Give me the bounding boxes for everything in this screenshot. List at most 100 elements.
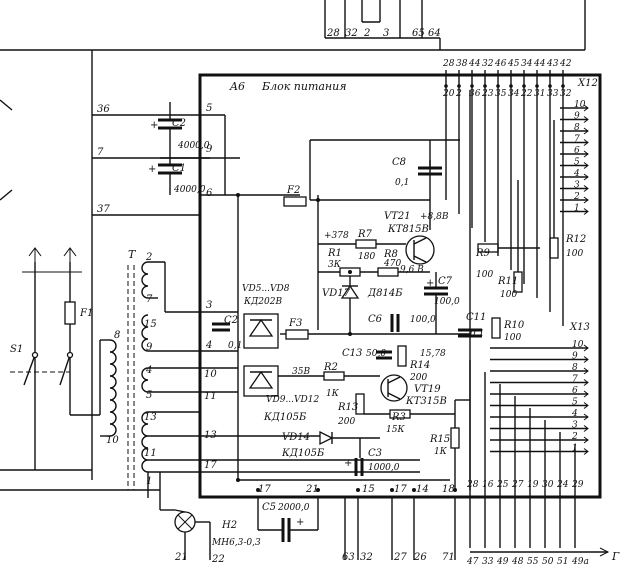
second-regulator: R2 1К R13 200 C13 50,0 15,78 R14 200 VT1…: [278, 345, 470, 490]
ext-wire-label: 7: [97, 147, 104, 158]
r14-label: R14: [409, 360, 430, 371]
terminal-label: 17: [204, 460, 217, 471]
x12-row-number: 8: [574, 123, 580, 133]
ext-wire-label: 37: [97, 204, 110, 215]
terminal-label: 17: [258, 484, 271, 495]
terminal-label: 11: [204, 391, 217, 402]
vt21-label: VT21: [384, 211, 411, 222]
x12-inner-pin: 34: [508, 89, 520, 99]
x12-outer-pin: 45: [507, 59, 520, 69]
vt21-type: КТ815В: [387, 224, 429, 235]
block-title: Блок питания: [261, 80, 347, 93]
vd14-type: КД105Б: [281, 448, 325, 459]
mains-input: F1 S1: [0, 247, 160, 491]
winding-label: 7: [146, 294, 153, 305]
vd5-type: КД202В: [243, 297, 282, 307]
ext-wire-label: 36: [97, 104, 110, 115]
c7-value: 100,0: [434, 297, 460, 307]
bridge-vd9-vd12: VD9...VD12 КД105Б 35В: [243, 365, 319, 423]
x12-row-number: 9: [574, 112, 580, 122]
fuse-f3-label: F3: [288, 318, 302, 329]
x13-row-number: 5: [572, 398, 578, 408]
cap-c1-value: 4000,0: [173, 185, 206, 195]
vd14-c3: VD14 КД105Б + C3 1000,0: [281, 430, 400, 476]
r3-label: R3: [391, 412, 406, 423]
x12-outer-pin: 34: [521, 59, 533, 69]
ext-wire-label: 32: [360, 552, 373, 563]
transformer-t: T 8 10 2 7 15 9 4 5 13 11 1: [99, 248, 200, 510]
resistor-r14: [397, 345, 407, 367]
x12-inner-pin: 35: [495, 89, 507, 99]
fuses-f2-f3: F2 F3: [280, 185, 470, 340]
terminal-label: 6: [206, 188, 213, 199]
r9-label: R9: [475, 248, 491, 259]
x12-row-number: 5: [574, 158, 580, 168]
fuse-f1-label: F1: [79, 308, 93, 319]
terminal-label: 17: [394, 484, 407, 495]
left-outer-wiring: 36 7 37: [0, 50, 200, 480]
top-bus-pin: 3: [383, 28, 389, 39]
svg-text:+: +: [426, 278, 434, 289]
bottom-outer-pin: 50: [542, 557, 554, 567]
cap-c8-value: 0,1: [395, 178, 409, 188]
bottom-inner-pin: 27: [511, 480, 524, 490]
r2-label: R2: [323, 362, 338, 373]
node-voltage: 15,78: [420, 349, 446, 359]
c6-value: 100,0: [410, 315, 436, 325]
resistor-r8: [377, 267, 399, 277]
node-voltage: 35В: [292, 367, 310, 377]
x12-row-number: 3: [574, 181, 580, 191]
bottom-outer-pin: 49a: [571, 557, 589, 567]
svg-text:+: +: [296, 517, 304, 528]
node-voltage: +378: [324, 231, 349, 241]
winding-label: 10: [106, 435, 119, 446]
resistor-r12: [549, 237, 559, 259]
block-a6-outline: [198, 73, 602, 499]
terminal-label: 9: [206, 144, 213, 155]
regulator-network: +378 R7 180 R1 3К R8 470 VD17 Д814Б: [318, 229, 430, 336]
r7-label: R7: [357, 229, 373, 240]
x12-outer-pin: 44: [533, 59, 546, 69]
resistor-r7: [355, 239, 377, 249]
bridge-vd5-vd8: VD5...VD8 КД202В C2 0,1: [212, 284, 290, 351]
r12-value: 100: [566, 249, 583, 259]
x12-inner-pin: 36: [469, 89, 481, 99]
ext-wire-label: 71: [442, 552, 455, 563]
cap-c2-label: C2: [172, 118, 186, 129]
c5-label: C5: [262, 502, 276, 513]
vd9-type: КД105Б: [263, 412, 307, 423]
bottom-inner-pin: 28: [466, 480, 479, 490]
node-voltage: 9,6 В: [400, 265, 424, 275]
r3-value: 15К: [386, 425, 405, 435]
r11-value: 100: [500, 290, 517, 300]
winding-label: 2: [145, 252, 152, 263]
r1-label: R1: [327, 248, 342, 259]
terminal-label: 5: [206, 103, 212, 114]
ext-wire-label: 27: [393, 552, 407, 563]
x13-row-number: 3: [572, 421, 578, 431]
winding-label: 15: [144, 319, 157, 330]
x12-row-number: 2: [573, 192, 580, 202]
c2b-label: C2: [224, 315, 238, 326]
c3-label: C3: [368, 448, 382, 459]
x12-row-number: 1: [574, 204, 580, 214]
cap-c1-label: C1: [172, 163, 186, 174]
r11-label: R11: [497, 276, 518, 287]
bottom-external-wires: 63 32 27 26 71: [342, 497, 456, 563]
x12-inner-pin: 22: [520, 89, 533, 99]
bottom-inner-pin: 25: [496, 480, 509, 490]
cap-c5: + C5 2000,0: [257, 497, 319, 542]
x13-row-number: 7: [572, 375, 578, 385]
bottom-inner-pin: 29: [571, 480, 584, 490]
x12-outer-pin: 38: [456, 59, 468, 69]
x12-row-number: 4: [573, 169, 580, 179]
terminal-label: 10: [204, 369, 217, 380]
cap-c6: C6 100,0: [368, 314, 436, 332]
transformer-label: T: [128, 248, 137, 261]
x12-outer-pin: 43: [546, 59, 559, 69]
terminal-label: 18: [442, 484, 455, 495]
x13-row-number: 4: [571, 409, 578, 419]
x13-row-number: 9: [572, 352, 578, 362]
output-resistors: R9 100 R11 100 R12 100 R10 100 C11 0,1: [458, 90, 586, 490]
